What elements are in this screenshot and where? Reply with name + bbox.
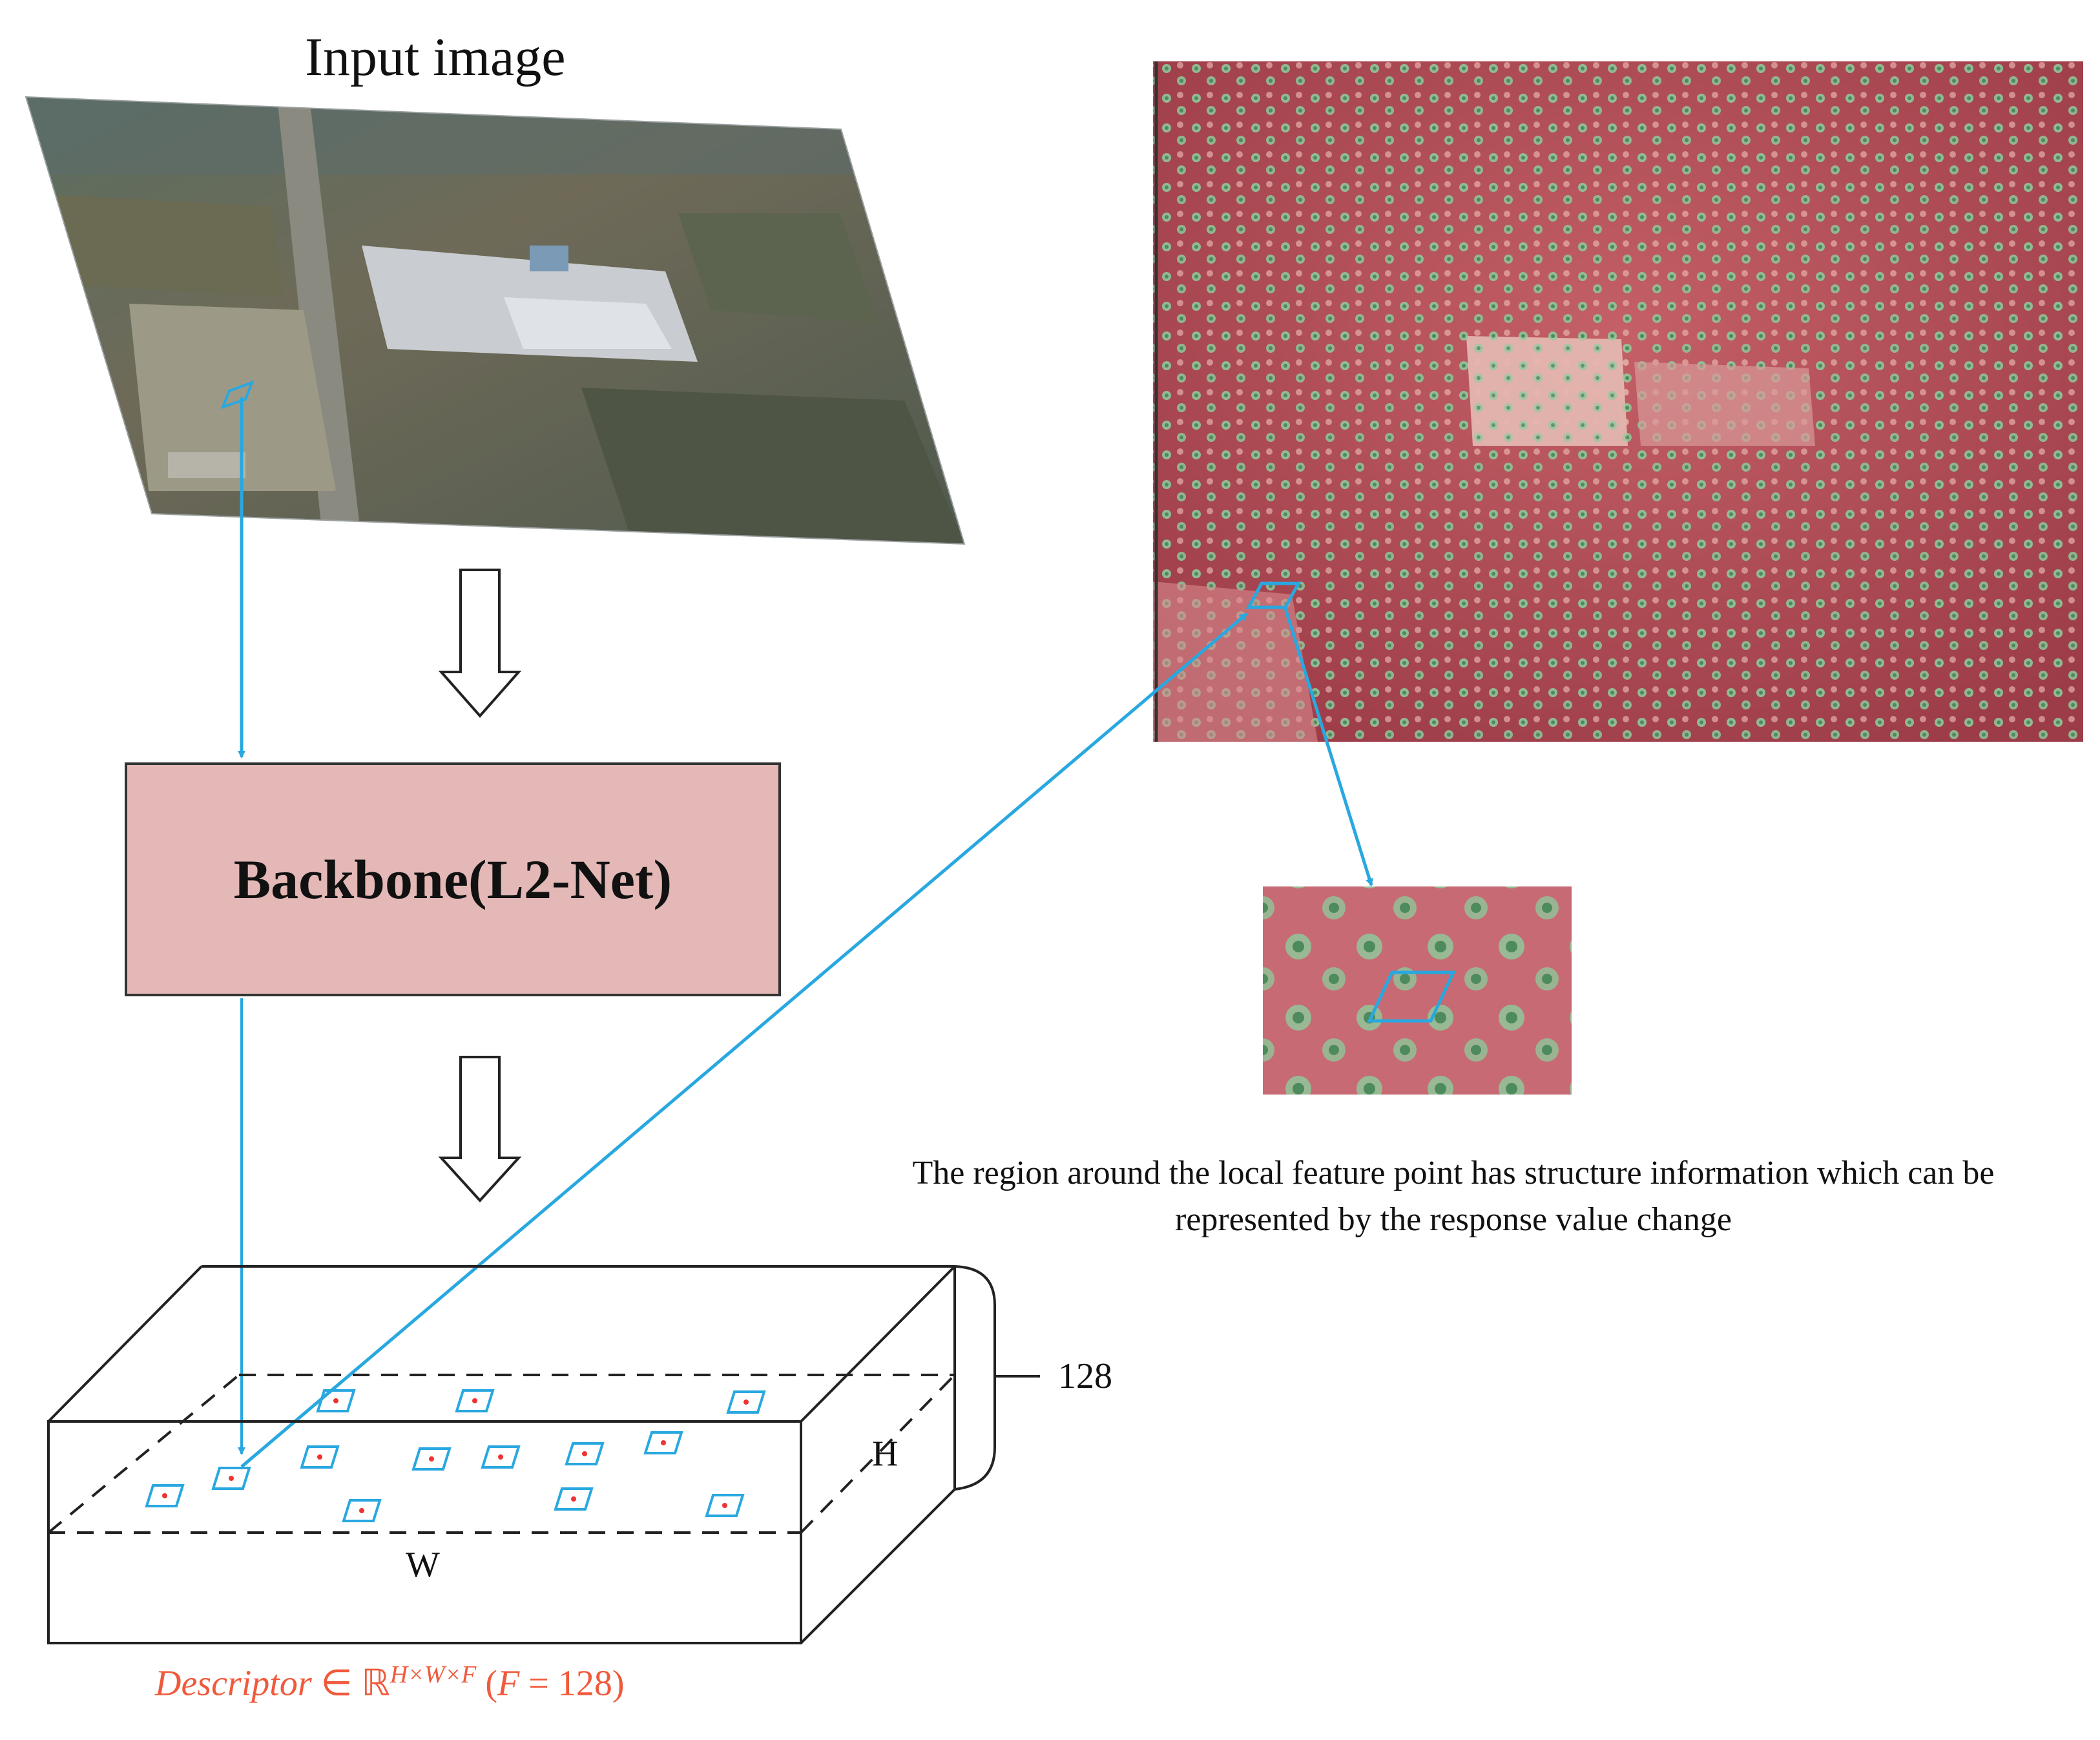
tensor-patch [726,1390,766,1414]
descriptor-cond-open: ( [485,1663,498,1704]
tensor-patch [300,1445,340,1469]
zoom-patch [1263,886,1572,1095]
tensor-patches [145,1389,766,1522]
input-image-title: Input image [305,27,566,87]
descriptor-in: ∈ [320,1663,353,1704]
descriptor-cond-rest: = 128) [519,1663,625,1704]
tensor-patch [145,1484,185,1507]
descriptor-formula: Descriptor ∈ ℝH×W×F (F = 128) [155,1661,625,1704]
descriptor-set: ℝ [361,1663,390,1704]
tensor-patch [411,1447,452,1471]
backbone-label: Backbone(L2-Net) [233,848,672,910]
flow-arrow-2 [438,1056,522,1202]
flow-arrow-1 [438,569,522,718]
response-heatmap [1153,61,2083,742]
descriptor-name: Descriptor [155,1663,312,1704]
heatmap-to-zoom-arrow [1284,608,1373,886]
height-label: H [872,1434,899,1474]
tensor-patch [643,1431,683,1454]
tensor-patch [316,1389,356,1412]
tensor-patch [211,1467,251,1490]
tensor-patch [481,1445,521,1469]
descriptor-to-heatmap-arrow [240,613,1248,1468]
heatmap-patch-marker [1245,582,1302,609]
descriptor-cond-var: F [497,1663,520,1704]
backbone-block: Backbone(L2-Net) [125,762,781,996]
tensor-patch [455,1389,495,1412]
tensor-patch [705,1494,745,1517]
depth-label: 128 [1058,1356,1112,1396]
tensor-patch [565,1442,605,1465]
width-label: W [406,1545,440,1585]
descriptor-dims: H×W×F [390,1661,477,1688]
zoom-patch-marker [1367,970,1456,1023]
input-aerial-image [25,96,966,545]
input-patch-marker [220,380,255,410]
tensor-patch [554,1487,594,1511]
descriptor-tensor [47,1265,1040,1644]
tensor-patch [342,1499,382,1522]
region-caption: The region around the local feature poin… [912,1155,1995,1238]
